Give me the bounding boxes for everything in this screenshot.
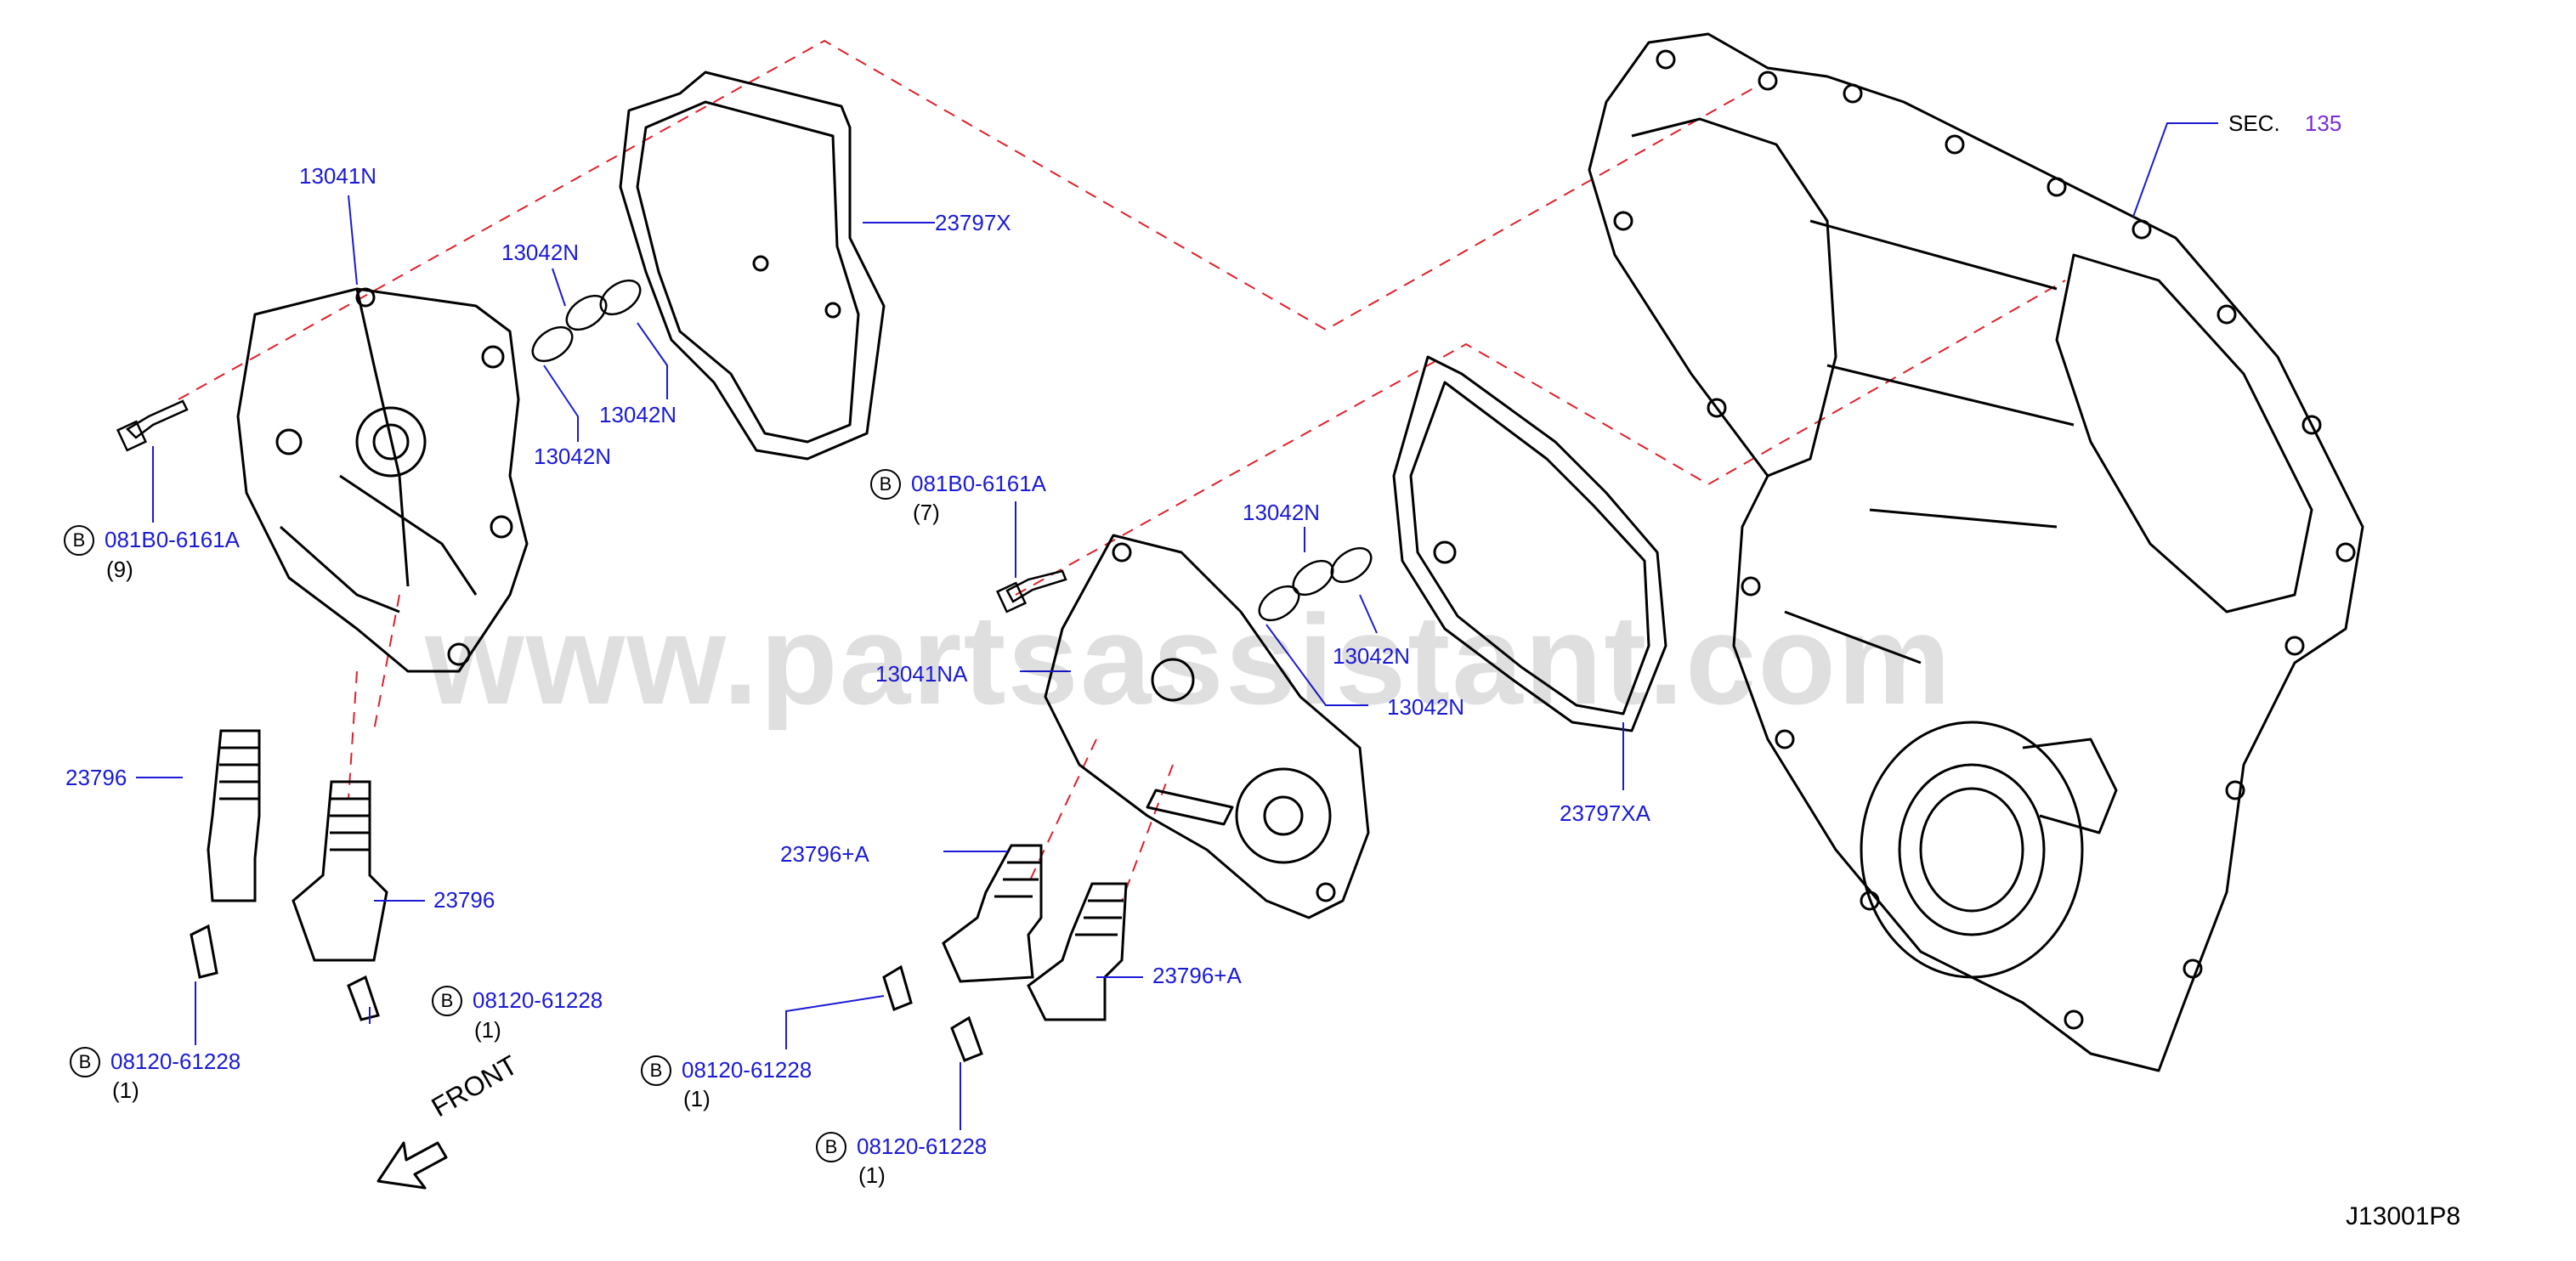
section-ref[interactable]: SEC. 135	[2228, 110, 2341, 136]
gasket-23797xa-art	[1392, 355, 1667, 732]
alignment-lines	[178, 39, 2066, 902]
label-13042n-3[interactable]: 13042N	[534, 444, 612, 469]
label-08120-61228-2[interactable]: 08120-61228	[110, 1049, 241, 1074]
qty-081b0-6161a-2: (7)	[913, 500, 940, 525]
label-081b0-6161a-2[interactable]: 081B0-6161A	[911, 471, 1047, 496]
valves-left-art	[190, 729, 388, 1021]
label-13041n[interactable]: 13041N	[299, 163, 377, 189]
label-081b0-6161a-1[interactable]: 081B0-6161A	[105, 527, 241, 552]
bolt-right-top-art	[995, 569, 1067, 614]
label-23796-2[interactable]: 23796	[433, 887, 495, 913]
bolt-marker-icon: B	[432, 986, 462, 1016]
label-13041na[interactable]: 13041NA	[875, 661, 968, 687]
section-number[interactable]: 135	[2304, 110, 2342, 136]
label-08120-61228-3[interactable]: 08120-61228	[682, 1057, 812, 1083]
o-rings-left-art	[531, 279, 642, 363]
o-rings-right-art	[1258, 546, 1373, 622]
section-prefix: SEC.	[2228, 110, 2280, 136]
qty-08120-61228-1: (1)	[474, 1017, 501, 1043]
bolt-left-top-art	[116, 399, 189, 452]
label-23796-1[interactable]: 23796	[65, 765, 127, 790]
label-23796a-1[interactable]: 23796+A	[780, 841, 869, 867]
gasket-23797x-art	[619, 71, 886, 461]
cover-13041na-art	[1044, 534, 1370, 919]
label-23797x[interactable]: 23797X	[935, 210, 1011, 235]
bolt-marker-icon: B	[70, 1047, 100, 1077]
front-arrow-icon	[376, 1141, 448, 1190]
leader-lines	[136, 122, 2218, 1130]
label-13042n-6[interactable]: 13042N	[1387, 694, 1465, 720]
qty-08120-61228-3: (1)	[683, 1086, 711, 1111]
cover-13041n-art	[236, 287, 529, 673]
qty-08120-61228-4: (1)	[858, 1162, 886, 1188]
bolt-marker-icon: B	[816, 1132, 846, 1162]
front-cover-art	[1588, 32, 2364, 1072]
valves-right-art	[882, 844, 1128, 1062]
label-13042n-2[interactable]: 13042N	[599, 402, 677, 427]
qty-08120-61228-2: (1)	[112, 1077, 139, 1103]
label-13042n-4[interactable]: 13042N	[1243, 500, 1321, 525]
label-13042n-1[interactable]: 13042N	[501, 240, 580, 265]
bolt-marker-icon: B	[641, 1055, 671, 1086]
diagram-code: J13001P8	[2346, 1202, 2461, 1230]
watermark: www.partsassistant.com	[425, 588, 1953, 731]
label-08120-61228-4[interactable]: 08120-61228	[857, 1134, 988, 1159]
qty-081b0-6161a-1: (9)	[106, 557, 133, 582]
label-08120-61228-1[interactable]: 08120-61228	[473, 987, 603, 1013]
label-13042n-5[interactable]: 13042N	[1333, 643, 1411, 669]
label-23797xa[interactable]: 23797XA	[1560, 800, 1650, 826]
bolt-marker-icon: B	[64, 525, 94, 556]
bolt-marker-icon: B	[870, 469, 901, 500]
label-23796a-2[interactable]: 23796+A	[1152, 963, 1242, 988]
